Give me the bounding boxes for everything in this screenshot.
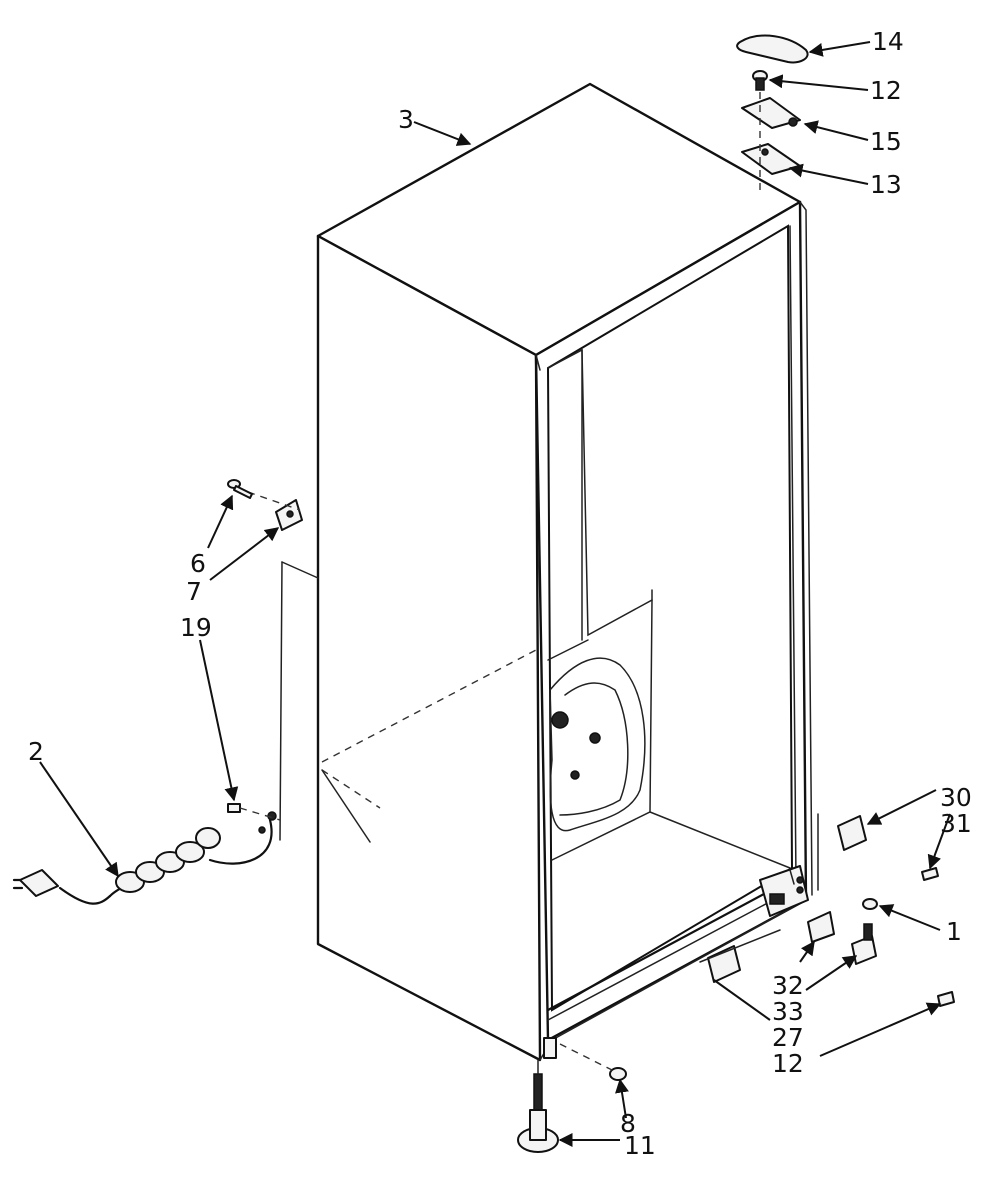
callout-19: 19 [180, 613, 212, 642]
callout-11: 11 [624, 1131, 656, 1160]
washer-1 [862, 898, 878, 910]
screw-12-lower [937, 991, 955, 1007]
callout-12-bottom: 12 [772, 1049, 804, 1078]
power-cord [12, 561, 319, 905]
callout-6: 6 [190, 549, 206, 578]
cabinet-body [316, 82, 813, 1062]
callout-32: 32 [772, 971, 804, 1000]
cord-clamp [247, 491, 303, 531]
screw-31 [921, 867, 939, 881]
callout-33: 33 [772, 997, 804, 1026]
hinge-pin-33 [851, 923, 877, 965]
callout-27: 27 [772, 1023, 804, 1052]
callout-2: 2 [28, 737, 44, 766]
callout-14: 14 [872, 27, 904, 56]
callout-30: 30 [940, 783, 972, 812]
toe-grille-bracket [699, 929, 781, 983]
leader-lines [39, 41, 951, 1147]
callout-13: 13 [870, 170, 902, 199]
clamp-screw [227, 479, 253, 499]
top-hinge-cover [736, 34, 809, 64]
hinge-screw [752, 70, 768, 91]
lower-hinge [759, 865, 809, 917]
wire-connector [227, 803, 281, 834]
callout-1: 1 [946, 917, 962, 946]
callout-31: 31 [940, 809, 972, 838]
callout-7: 7 [186, 577, 202, 606]
callout-labels: 14 12 15 13 3 6 7 19 2 30 31 1 32 33 27 … [28, 27, 972, 1160]
spacer-32 [807, 911, 835, 943]
callout-15: 15 [870, 127, 902, 156]
drain-trough [549, 657, 646, 832]
leveling-leg [517, 1059, 559, 1153]
callout-3: 3 [398, 105, 414, 134]
callout-8: 8 [620, 1109, 636, 1138]
leg-screw [543, 1037, 627, 1081]
hinge-cover-lower [817, 813, 867, 891]
callout-12-top: 12 [870, 76, 902, 105]
